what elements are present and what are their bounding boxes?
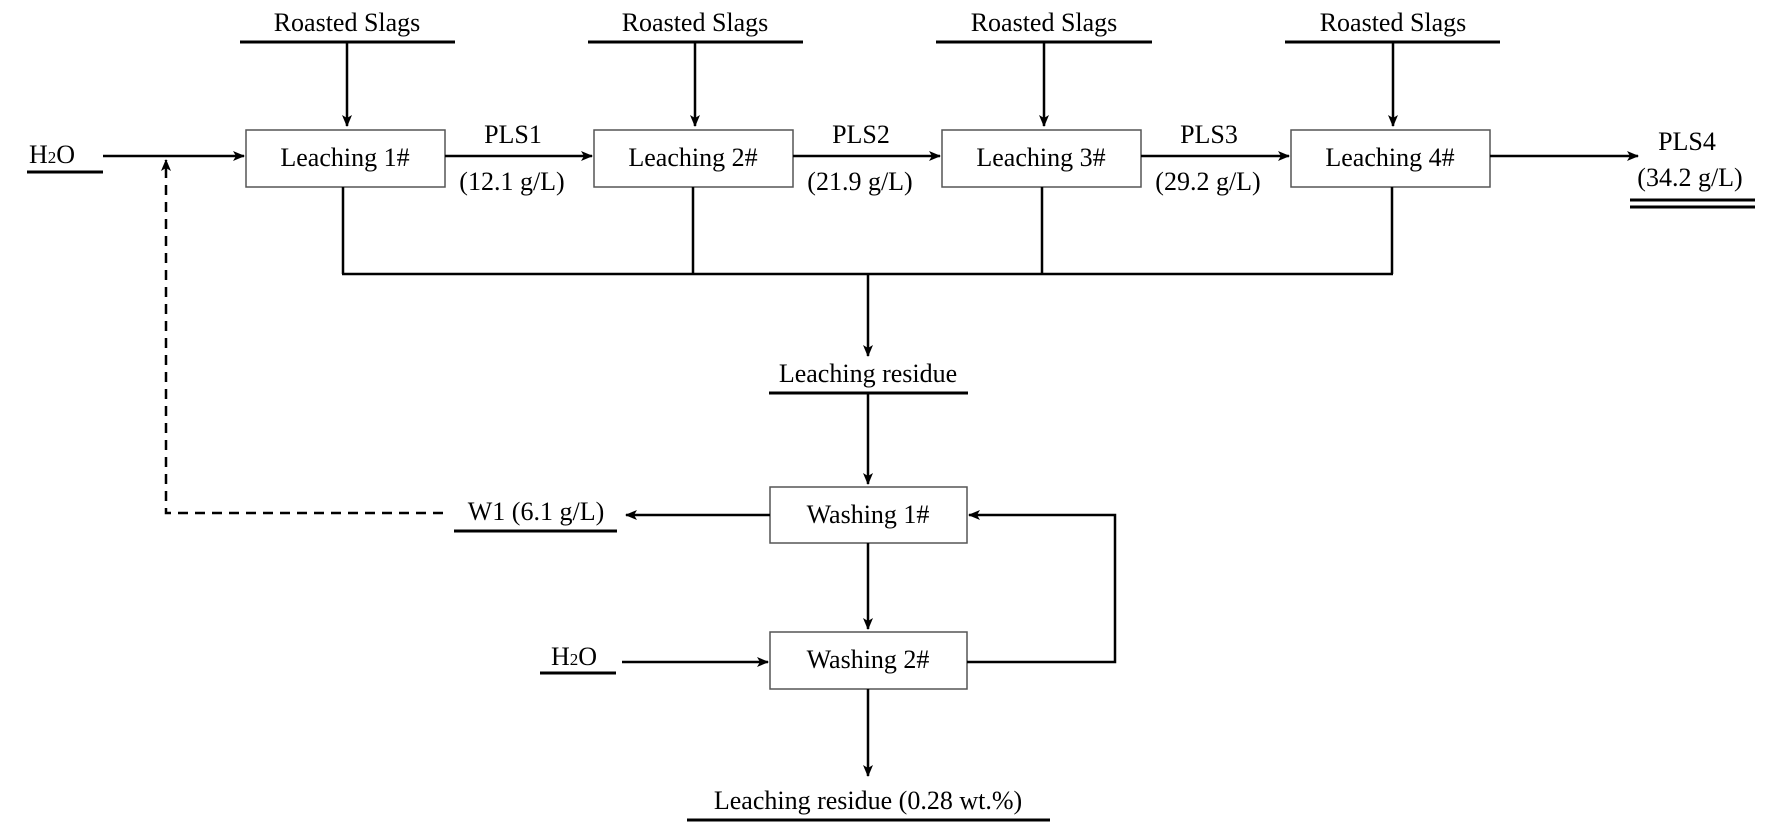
water-inlet-washing: H2O (540, 642, 769, 675)
leaching-stage-3: Leaching 3# (941, 129, 1142, 188)
leaching-residue: Leaching residue (769, 359, 968, 485)
pls-stream-3: PLS3 (29.2 g/L) (1141, 120, 1290, 196)
leaching-residue-label: Leaching residue (779, 359, 957, 388)
pls-concentration: (34.2 g/L) (1637, 163, 1742, 192)
residue-collection (341, 187, 1394, 357)
stage-label: Leaching 4# (1325, 143, 1454, 172)
pls-stream-4-product: PLS4 (34.2 g/L) (1490, 127, 1755, 209)
pls-concentration: (21.9 g/L) (807, 167, 912, 196)
water-label: H2O (29, 140, 75, 169)
stage-box (1290, 129, 1491, 188)
stage-box (769, 631, 968, 690)
pls-name: PLS1 (484, 120, 542, 149)
stage-label: Leaching 2# (628, 143, 757, 172)
feed-3: Roasted Slags (936, 8, 1152, 127)
pls-stream-2: PLS2 (21.9 g/L) (793, 120, 941, 196)
stage-label: Leaching 1# (280, 143, 409, 172)
pls-name: PLS2 (832, 120, 890, 149)
feed-1: Roasted Slags (240, 8, 455, 127)
water-inlet-leaching: H2O (27, 140, 245, 174)
pls-name: PLS3 (1180, 120, 1238, 149)
final-residue-label: Leaching residue (0.28 wt.%) (714, 786, 1022, 815)
stage-label: Washing 1# (807, 500, 930, 529)
feed-4: Roasted Slags (1285, 8, 1500, 127)
stage-label: Washing 2# (807, 645, 930, 674)
w1-recycle-dashed-line (161, 159, 443, 515)
wash-return-line (967, 510, 1117, 664)
washing-stage-1: Washing 1# (769, 486, 968, 544)
leaching-stage-1: Leaching 1# (245, 129, 446, 188)
feed-label: Roasted Slags (622, 8, 769, 37)
stage-label: Leaching 3# (976, 143, 1105, 172)
stage-box (593, 129, 794, 188)
feed-label: Roasted Slags (274, 8, 421, 37)
pls-stream-1: PLS1 (12.1 g/L) (445, 120, 593, 196)
washing-stage-2: Washing 2# (769, 631, 968, 690)
feed-label: Roasted Slags (971, 8, 1118, 37)
water-label: H2O (551, 642, 597, 671)
final-residue: Leaching residue (0.28 wt.%) (687, 689, 1050, 822)
feed-2: Roasted Slags (588, 8, 803, 127)
pls-concentration: (29.2 g/L) (1155, 167, 1260, 196)
pls-concentration: (12.1 g/L) (459, 167, 564, 196)
leaching-stage-4: Leaching 4# (1290, 129, 1491, 188)
feed-label: Roasted Slags (1320, 8, 1467, 37)
leaching-stage-2: Leaching 2# (593, 129, 794, 188)
pls-name: PLS4 (1658, 127, 1716, 156)
stage-box (245, 129, 446, 188)
wash-liquor-w1: W1 (6.1 g/L) (454, 497, 770, 533)
w1-label: W1 (6.1 g/L) (468, 497, 604, 526)
stage-box (769, 486, 968, 544)
